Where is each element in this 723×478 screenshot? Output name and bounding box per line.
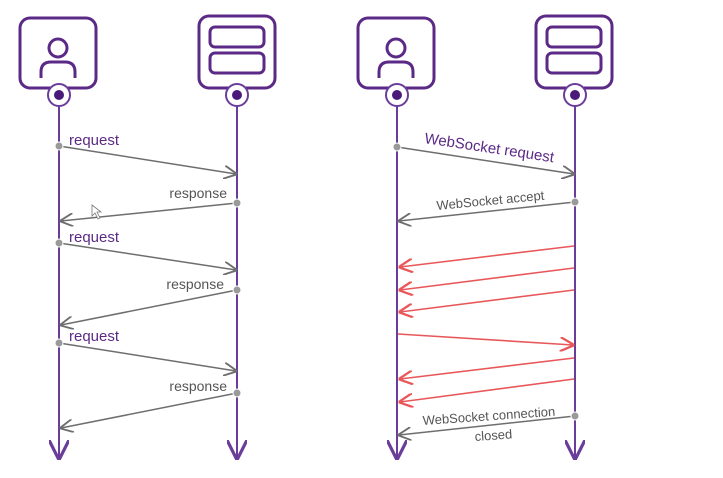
http-message-label: request bbox=[69, 229, 120, 246]
mouse-cursor-icon bbox=[91, 204, 103, 220]
ws-client-anchor bbox=[385, 83, 409, 107]
http-client-anchor bbox=[47, 83, 71, 107]
message-start-dot bbox=[54, 338, 64, 348]
server-icon bbox=[545, 25, 603, 75]
ws-server-push-arrow bbox=[400, 289, 575, 312]
http-message-arrow bbox=[58, 242, 236, 270]
http-message-arrow bbox=[58, 145, 236, 174]
message-start-dot bbox=[232, 285, 242, 295]
ws-server-push-arrow bbox=[400, 267, 575, 290]
websocket-diagram: WebSocket request WebSocket accept WebSo… bbox=[356, 14, 614, 458]
message-start-dot bbox=[232, 388, 242, 398]
message-start-dot bbox=[232, 198, 242, 208]
person-icon bbox=[39, 37, 77, 78]
http-message-arrow bbox=[61, 392, 238, 428]
ws-server-push-arrow bbox=[400, 245, 575, 267]
ws-client-box bbox=[356, 16, 436, 90]
server-icon bbox=[208, 25, 266, 75]
http-message-label: response bbox=[166, 276, 224, 292]
http-message-arrow bbox=[61, 202, 238, 221]
ws-handshake-accept-label: WebSocket accept bbox=[436, 188, 545, 213]
ws-close-arrow bbox=[399, 415, 576, 435]
message-start-dot bbox=[570, 197, 580, 207]
ws-server-box bbox=[534, 14, 614, 90]
http-message-label: request bbox=[69, 328, 120, 345]
http-client-box bbox=[18, 16, 98, 90]
message-start-dot bbox=[570, 411, 580, 421]
ws-server-anchor bbox=[563, 83, 587, 107]
ws-server-push-arrow bbox=[400, 378, 575, 402]
http-message-label: response bbox=[169, 185, 227, 201]
message-start-dot bbox=[54, 238, 64, 248]
person-icon bbox=[377, 37, 415, 78]
ws-handshake-accept-arrow bbox=[399, 201, 576, 221]
ws-client-push-arrow bbox=[397, 333, 573, 345]
http-message-label: response bbox=[169, 378, 227, 394]
ws-handshake-request-arrow bbox=[396, 146, 574, 174]
message-start-dot bbox=[54, 141, 64, 151]
ws-close-label-line2: closed bbox=[474, 426, 513, 444]
http-server-anchor bbox=[225, 83, 249, 107]
http-diagram: request response request response reques… bbox=[18, 14, 277, 458]
message-start-dot bbox=[392, 142, 402, 152]
http-server-box bbox=[197, 14, 277, 90]
ws-close-label-line1: WebSocket connection bbox=[422, 404, 555, 428]
http-message-arrow bbox=[58, 342, 236, 371]
http-message-arrow bbox=[61, 289, 238, 325]
http-message-label: request bbox=[69, 132, 120, 149]
ws-server-push-arrow bbox=[400, 357, 575, 379]
